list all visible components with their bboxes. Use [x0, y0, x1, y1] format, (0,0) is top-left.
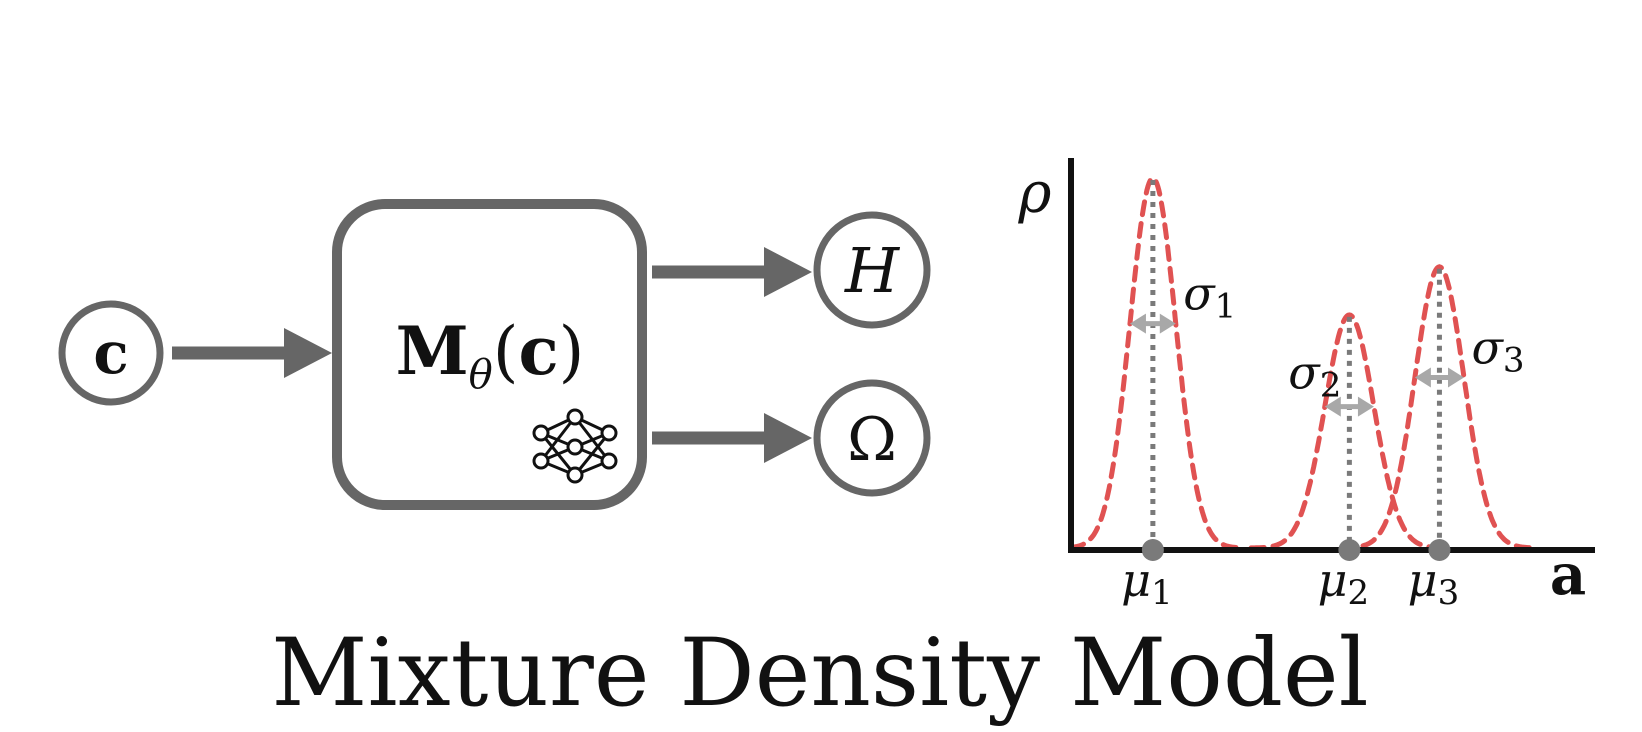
output-node-omega-label: Ω: [847, 405, 897, 475]
input-arrow: [172, 328, 332, 378]
sigma-label-2: σ2: [1288, 346, 1341, 406]
sigma-label-3: σ3: [1471, 320, 1524, 380]
neural-network-icon: [532, 408, 618, 484]
density-curve-3: [1338, 264, 1541, 551]
input-node-label: c: [93, 319, 128, 387]
caption: Mixture Density Model: [271, 619, 1368, 728]
mean-markers: [1141, 539, 1451, 561]
density-curve-1: [1068, 175, 1248, 551]
mean-lines: [1150, 180, 1442, 548]
output-arrow-omega: [652, 413, 812, 463]
model-box: Mθ(c): [332, 199, 647, 510]
sigma-arrow-2: [1324, 396, 1374, 417]
density-curve-2: [1248, 312, 1451, 551]
sigma-arrow-1: [1129, 313, 1176, 334]
output-node-h-label: H: [844, 234, 901, 307]
mean-marker-3: [1428, 539, 1451, 561]
sigma-arrow-3: [1414, 367, 1464, 388]
mu-label-3: μ3: [1408, 553, 1460, 613]
sigma-arrows: [1129, 313, 1464, 417]
density-plot: μ1 σ1 μ2 σ2 μ3 σ3 ρ a: [1018, 158, 1595, 613]
model-label: Mθ(c): [396, 312, 585, 398]
plot-labels: μ1 σ1 μ2 σ2 μ3 σ3: [1121, 267, 1524, 613]
mean-marker-2: [1338, 539, 1361, 561]
sigma-label-1: σ1: [1183, 267, 1236, 327]
mu-label-1: μ1: [1121, 553, 1173, 613]
input-node: c: [58, 300, 164, 406]
output-node-omega: Ω: [813, 379, 931, 497]
y-axis-label: ρ: [1018, 161, 1052, 226]
mu-label-2: μ2: [1318, 553, 1370, 613]
density-curves: [1068, 175, 1541, 551]
output-node-h: H: [813, 211, 931, 329]
output-arrow-h: [652, 247, 812, 297]
mean-marker-1: [1141, 539, 1164, 561]
x-axis-label: a: [1550, 542, 1586, 608]
